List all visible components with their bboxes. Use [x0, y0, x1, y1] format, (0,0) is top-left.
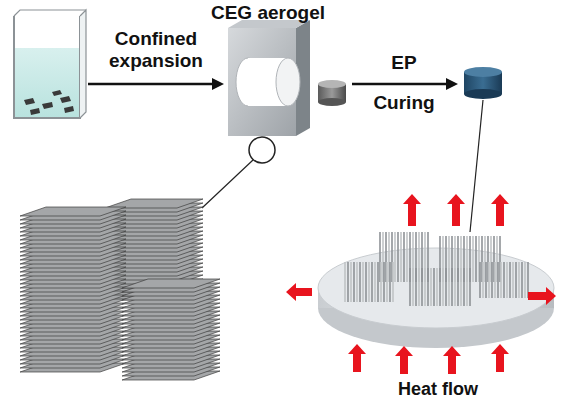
- arrow-head: [446, 78, 458, 90]
- aligned-sheet: [368, 262, 370, 302]
- aligned-sheet: [445, 268, 447, 306]
- aligned-sheet: [344, 262, 346, 302]
- beaker: [14, 10, 86, 118]
- aligned-sheet: [377, 262, 379, 302]
- graphite-sheet: [122, 279, 220, 288]
- process-arrow: [352, 83, 448, 86]
- composite-disc: [318, 232, 554, 348]
- aerogel-cylinder: [318, 80, 346, 106]
- aligned-sheet: [485, 262, 487, 298]
- step-label: CEG aerogel: [198, 2, 338, 24]
- process-arrow: [88, 83, 214, 86]
- aligned-sheet: [353, 262, 355, 302]
- heat-arrow: [443, 346, 461, 374]
- aligned-sheet: [400, 232, 402, 282]
- aligned-sheet: [362, 262, 364, 302]
- aligned-sheet: [482, 262, 484, 298]
- aligned-sheet: [392, 262, 394, 302]
- aligned-sheet: [506, 262, 508, 298]
- graphite-sheet: [20, 207, 126, 216]
- aligned-sheet: [494, 262, 496, 298]
- aligned-sheet: [491, 262, 493, 298]
- aligned-sheet: [515, 262, 517, 298]
- aligned-sheet: [451, 268, 453, 306]
- aligned-sheet: [472, 236, 474, 282]
- aligned-sheet: [415, 268, 417, 306]
- aligned-sheet: [433, 268, 435, 306]
- heat-flow-arrows: [286, 194, 556, 374]
- aligned-sheet: [359, 262, 361, 302]
- aligned-sheet: [500, 262, 502, 298]
- heat-arrow: [395, 346, 413, 374]
- aligned-sheet: [383, 262, 385, 302]
- aligned-sheet: [418, 268, 420, 306]
- heat-arrow: [348, 344, 366, 372]
- aligned-sheet: [365, 262, 367, 302]
- heat-arrow: [491, 344, 509, 372]
- aligned-sheet: [469, 268, 471, 306]
- aligned-sheet: [509, 262, 511, 298]
- aligned-sheet: [412, 268, 414, 306]
- heat-arrow: [286, 283, 312, 301]
- graphite-stack: [20, 199, 220, 380]
- aligned-sheet: [394, 232, 396, 282]
- aligned-sheet: [403, 232, 405, 282]
- aligned-sheet: [448, 268, 450, 306]
- arrow-head: [212, 78, 224, 90]
- aligned-sheet: [460, 268, 462, 306]
- aligned-sheet: [524, 262, 526, 298]
- aligned-sheet: [521, 262, 523, 298]
- aligned-sheet: [421, 268, 423, 306]
- aligned-sheet: [406, 232, 408, 282]
- aligned-sheet: [380, 262, 382, 302]
- aligned-sheet: [457, 268, 459, 306]
- step-label: Heat flow: [368, 378, 508, 400]
- aligned-sheet: [389, 262, 391, 302]
- aligned-sheet: [356, 262, 358, 302]
- aligned-sheet: [479, 262, 481, 298]
- aligned-sheet: [436, 268, 438, 306]
- aligned-sheet: [409, 268, 411, 306]
- aligned-sheet: [347, 262, 349, 302]
- heat-arrow: [491, 194, 509, 226]
- aligned-sheet: [466, 268, 468, 306]
- aligned-sheet: [374, 262, 376, 302]
- aligned-sheet: [397, 232, 399, 282]
- aligned-sheet: [386, 262, 388, 302]
- step-label: Confined expansion: [100, 28, 212, 72]
- aligned-sheet: [442, 268, 444, 306]
- step-label: Curing: [359, 92, 449, 114]
- aligned-sheet: [371, 262, 373, 302]
- step-label: EP: [374, 52, 434, 74]
- aligned-sheet: [424, 268, 426, 306]
- heat-arrow: [528, 287, 556, 305]
- aligned-sheet: [454, 268, 456, 306]
- heat-arrow: [447, 194, 465, 226]
- aligned-sheet: [427, 268, 429, 306]
- aligned-sheet: [488, 262, 490, 298]
- aligned-sheet: [503, 262, 505, 298]
- aligned-sheet: [439, 268, 441, 306]
- heat-arrow: [403, 194, 421, 226]
- aligned-sheet: [430, 268, 432, 306]
- aligned-sheet: [518, 262, 520, 298]
- aligned-sheet: [512, 262, 514, 298]
- aligned-sheet: [497, 262, 499, 298]
- mold: [202, 20, 310, 208]
- aligned-sheet: [463, 268, 465, 306]
- aligned-sheet: [475, 236, 477, 282]
- aligned-sheet: [350, 262, 352, 302]
